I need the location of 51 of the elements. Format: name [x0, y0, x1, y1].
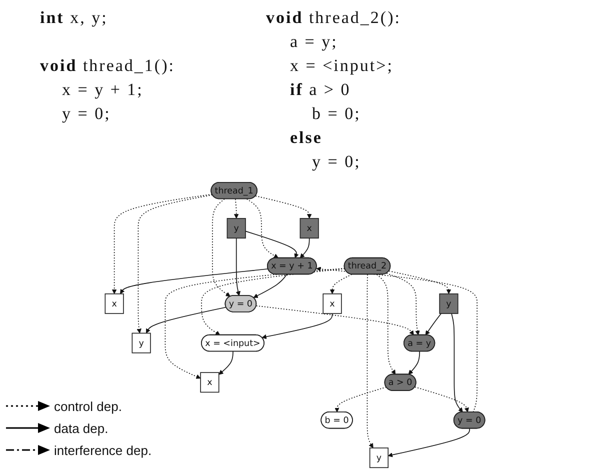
code-line: x = y + 1; — [62, 80, 144, 100]
node-box: x — [200, 372, 220, 393]
legend-label: control dep. — [54, 398, 122, 414]
arrow — [212, 198, 230, 297]
code-line: y = 0; — [312, 152, 361, 172]
node-box: y — [132, 332, 151, 354]
code-line: if a > 0 — [290, 80, 351, 100]
arrow — [300, 238, 310, 258]
arrow — [388, 270, 452, 294]
arrow — [253, 274, 288, 298]
arrow — [388, 428, 470, 458]
code-line: x = <input>; — [290, 56, 394, 76]
arrow — [376, 274, 396, 375]
arrow — [262, 313, 333, 340]
arrow — [255, 196, 312, 219]
arrow — [366, 274, 374, 448]
node-box: y — [439, 293, 458, 314]
arrow — [164, 268, 346, 379]
arrow — [256, 305, 414, 336]
arrow — [425, 313, 442, 336]
arrow — [408, 351, 420, 375]
arrow — [246, 198, 279, 258]
arrow — [451, 313, 463, 412]
arrow — [201, 268, 346, 336]
node-box: x — [104, 293, 124, 314]
code-line: void thread_2(): — [266, 8, 401, 28]
node-box: x — [322, 293, 342, 314]
node-box: y — [369, 448, 389, 468]
legend-label: interference dep. — [54, 442, 152, 458]
code-line: void thread_1(): — [40, 56, 175, 76]
arrow — [334, 386, 387, 412]
arrow — [245, 230, 299, 258]
arrow — [146, 306, 227, 334]
code-line: y = 0; — [62, 104, 111, 124]
arrow — [120, 268, 269, 294]
arrow — [234, 198, 239, 219]
arrow — [316, 266, 478, 413]
arrow — [136, 194, 213, 334]
arrow — [414, 386, 469, 412]
code-line: a = y; — [290, 32, 338, 52]
code-line: int x, y; — [40, 8, 108, 28]
arrow — [112, 194, 212, 294]
arrow — [236, 238, 240, 296]
code-line: b = 0; — [312, 104, 361, 124]
arrow — [386, 272, 420, 336]
node-box: y — [226, 218, 246, 239]
legend-label: data dep. — [54, 420, 108, 436]
node-box: x — [300, 218, 319, 239]
arrow — [218, 351, 234, 375]
arrow — [330, 274, 352, 294]
code-line: else — [290, 128, 322, 148]
